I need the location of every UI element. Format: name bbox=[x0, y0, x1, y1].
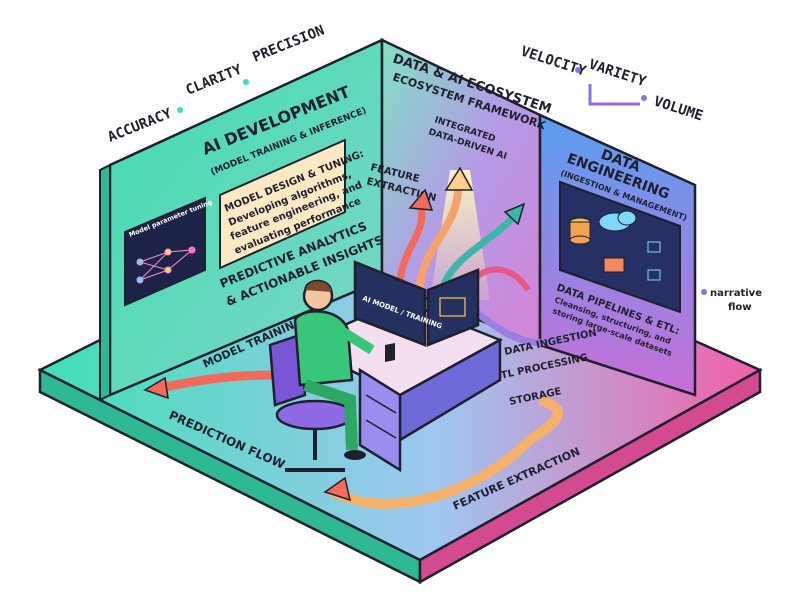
dot-teal bbox=[177, 107, 183, 113]
word-volume: VOLUME bbox=[652, 94, 705, 125]
word-clarity: CLARITY bbox=[184, 62, 245, 99]
arrowhead bbox=[408, 188, 434, 211]
glow-beam bbox=[430, 170, 490, 300]
word-velocity: VELOCITY bbox=[519, 44, 589, 80]
label-narrative-1: narrative bbox=[710, 288, 762, 299]
folder-icon bbox=[603, 257, 625, 273]
dot-teal bbox=[243, 79, 249, 85]
label-narrative-2: flow bbox=[728, 302, 752, 313]
word-variety: VARIETY bbox=[587, 57, 649, 91]
deco-line bbox=[588, 84, 640, 106]
arrowhead bbox=[323, 476, 352, 502]
arrowhead bbox=[444, 166, 474, 191]
node-box bbox=[647, 241, 661, 253]
dot-blue bbox=[641, 95, 647, 101]
dot-blue bbox=[575, 67, 581, 73]
arrowhead bbox=[503, 202, 526, 226]
word-precision: PRECISION bbox=[251, 22, 327, 65]
arrowhead bbox=[143, 376, 169, 400]
neural-network-icon bbox=[136, 246, 196, 284]
monitor-icon: AI MODEL / TRAINING bbox=[353, 260, 480, 362]
design-box bbox=[219, 138, 346, 270]
person-icon bbox=[293, 279, 375, 460]
cloud-icon bbox=[598, 210, 637, 232]
arrow-feature-extraction bbox=[327, 395, 564, 509]
dot-blue bbox=[701, 289, 707, 295]
node-box bbox=[647, 269, 661, 281]
arrow-orange bbox=[415, 184, 463, 301]
database-icon bbox=[569, 217, 591, 245]
